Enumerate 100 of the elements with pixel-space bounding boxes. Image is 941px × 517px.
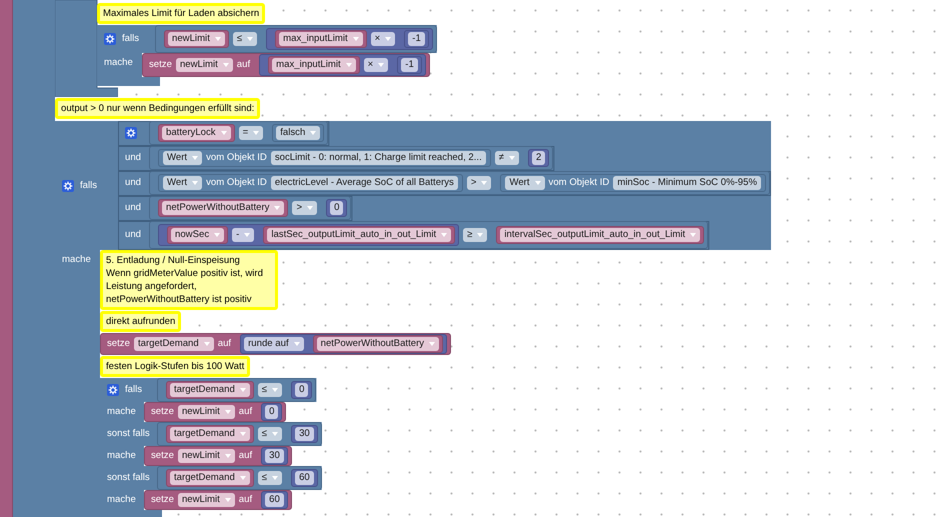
function-dropdown: runde auf (244, 337, 304, 351)
comment-note: Maximales Limit für Laden absichern (97, 3, 266, 24)
variable-block (166, 469, 254, 487)
if-block (100, 378, 322, 517)
compare-block (155, 25, 437, 53)
block-label: mache (107, 406, 136, 417)
property-dropdown: Wert (163, 151, 202, 165)
variable-dropdown: targetDemand (134, 337, 214, 351)
variable-dropdown: nowSec (171, 228, 224, 242)
block-label: auf (218, 337, 232, 351)
operator-dropdown: × (370, 32, 396, 46)
number-block (291, 381, 312, 399)
block-label: setze (149, 58, 172, 72)
number-block (291, 469, 318, 487)
operator-dropdown: ≥ (463, 228, 488, 242)
number-block (261, 403, 282, 421)
number-field: 2 (532, 151, 546, 165)
operator-dropdown: > (292, 201, 318, 215)
arithmetic-block (158, 224, 460, 246)
set-variable-block (144, 402, 286, 422)
arithmetic-block (259, 54, 426, 76)
variable-block (275, 30, 367, 48)
block-label: auf (238, 405, 252, 419)
variable-block (496, 226, 704, 244)
number-block (326, 199, 348, 217)
operator-dropdown: = (238, 126, 264, 140)
number-field: -1 (401, 58, 418, 72)
variable-block (263, 226, 456, 244)
number-block (404, 30, 429, 48)
set-variable-block (144, 446, 292, 466)
variable-dropdown: netPowerWithoutBattery (316, 337, 440, 351)
variable-block (166, 381, 254, 399)
block-label: falls (122, 32, 140, 46)
operator-dropdown: ≤ (232, 32, 258, 46)
number-block (397, 56, 422, 74)
variable-dropdown: newLimit (178, 493, 235, 507)
variable-dropdown: newLimit (178, 405, 235, 419)
comment-note: direkt aufrunden (100, 311, 182, 332)
block-label: und (125, 151, 142, 165)
block-label: und (125, 176, 142, 190)
operator-dropdown: > (466, 176, 492, 190)
variable-block (167, 226, 228, 244)
object-id-field: socLimit - 0: normal, 1: Charge limit reached, 2... (270, 151, 486, 165)
comment-text: Wenn gridMeterValue positiv ist, wird Leistung angefordert, netPowerWithoutBattery ist positiv (106, 267, 264, 306)
get-state-block (158, 174, 463, 192)
number-field: 60 (295, 471, 314, 485)
block-label: setze (151, 449, 174, 463)
comment-text: 5. Entladung / Null-Einspeisung (106, 254, 241, 267)
compare-block (149, 196, 352, 220)
number-field: 60 (265, 493, 284, 507)
object-id-field: electricLevel - Average SoC of all Batterys (270, 176, 458, 190)
variable-block (166, 425, 254, 443)
block-label: falls (80, 178, 98, 192)
number-block (291, 425, 318, 443)
operator-dropdown: ≤ (258, 383, 282, 397)
object-id-field: minSoc - Minimum SoC 0%-95% (613, 176, 762, 190)
block-label: mache (104, 57, 133, 68)
get-state-block (500, 174, 766, 192)
operator-dropdown: - (232, 228, 254, 242)
operator-dropdown: ≤ (258, 427, 282, 441)
variable-block (158, 124, 235, 142)
block-label: auf (238, 449, 252, 463)
variable-dropdown: intervalSec_outputLimit_auto_in_out_Limit (500, 228, 700, 242)
number-field: 0 (295, 383, 308, 397)
variable-block (164, 30, 229, 48)
comment-note: output > 0 nur wenn Bedingungen erfüllt sind: (55, 98, 260, 119)
comment-note (100, 250, 278, 310)
variable-dropdown: lastSec_outputLimit_auto_in_out_Limit (267, 228, 452, 242)
compare-block (149, 171, 770, 195)
block-label: setze (151, 405, 174, 419)
block-label: mache (107, 494, 136, 505)
round-block (240, 334, 448, 354)
property-dropdown: Wert (505, 176, 545, 190)
block-label: auf (236, 58, 250, 72)
variable-block (268, 56, 360, 74)
property-dropdown: Wert (163, 176, 202, 190)
block-label: setze (151, 493, 174, 507)
block-label: vom Objekt ID (206, 176, 267, 190)
variable-block (312, 335, 444, 353)
compare-block (149, 146, 554, 170)
block-label: mache (107, 450, 136, 461)
block-label: mache (62, 254, 91, 265)
block-label: und (125, 201, 142, 215)
set-variable-block (100, 333, 452, 355)
operator-dropdown: ≠ (494, 151, 520, 165)
number-block (528, 149, 550, 167)
number-field: 30 (265, 449, 284, 463)
block-label: setze (107, 337, 130, 351)
block-label: sonst falls (107, 471, 150, 485)
variable-dropdown: targetDemand (170, 427, 250, 441)
block-label: vom Objekt ID (548, 176, 610, 190)
operator-dropdown: ≤ (258, 471, 282, 485)
variable-dropdown: max_inputLimit (279, 32, 363, 46)
compare-block (149, 221, 708, 249)
boolean-block (272, 124, 324, 142)
boolean-dropdown: falsch (276, 126, 320, 140)
number-field: 0 (330, 201, 344, 215)
number-field: -1 (408, 32, 425, 46)
if-block (55, 121, 772, 517)
variable-dropdown: newLimit (168, 32, 225, 46)
